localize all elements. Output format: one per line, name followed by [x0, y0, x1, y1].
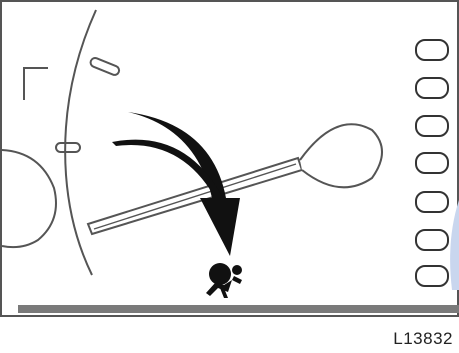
- bezel-edge: [450, 200, 459, 290]
- airbag-warning-light-icon: [206, 263, 242, 298]
- gauge-tick: [89, 57, 120, 77]
- indicator-slot: [416, 266, 448, 286]
- base-bar: [18, 305, 459, 313]
- indicator-slot: [416, 192, 448, 212]
- gauge-bracket: [24, 68, 48, 100]
- indicator-slot: [416, 153, 448, 173]
- left-dial-outline: [2, 150, 56, 247]
- figure-code: L13832: [393, 329, 453, 349]
- indicator-slot: [416, 230, 448, 250]
- curved-arrow-icon: [112, 112, 240, 256]
- indicator-slot: [416, 78, 448, 98]
- indicator-slot: [416, 40, 448, 60]
- indicator-column: [416, 40, 448, 286]
- indicator-slot: [416, 116, 448, 136]
- gauge-tick: [56, 143, 80, 152]
